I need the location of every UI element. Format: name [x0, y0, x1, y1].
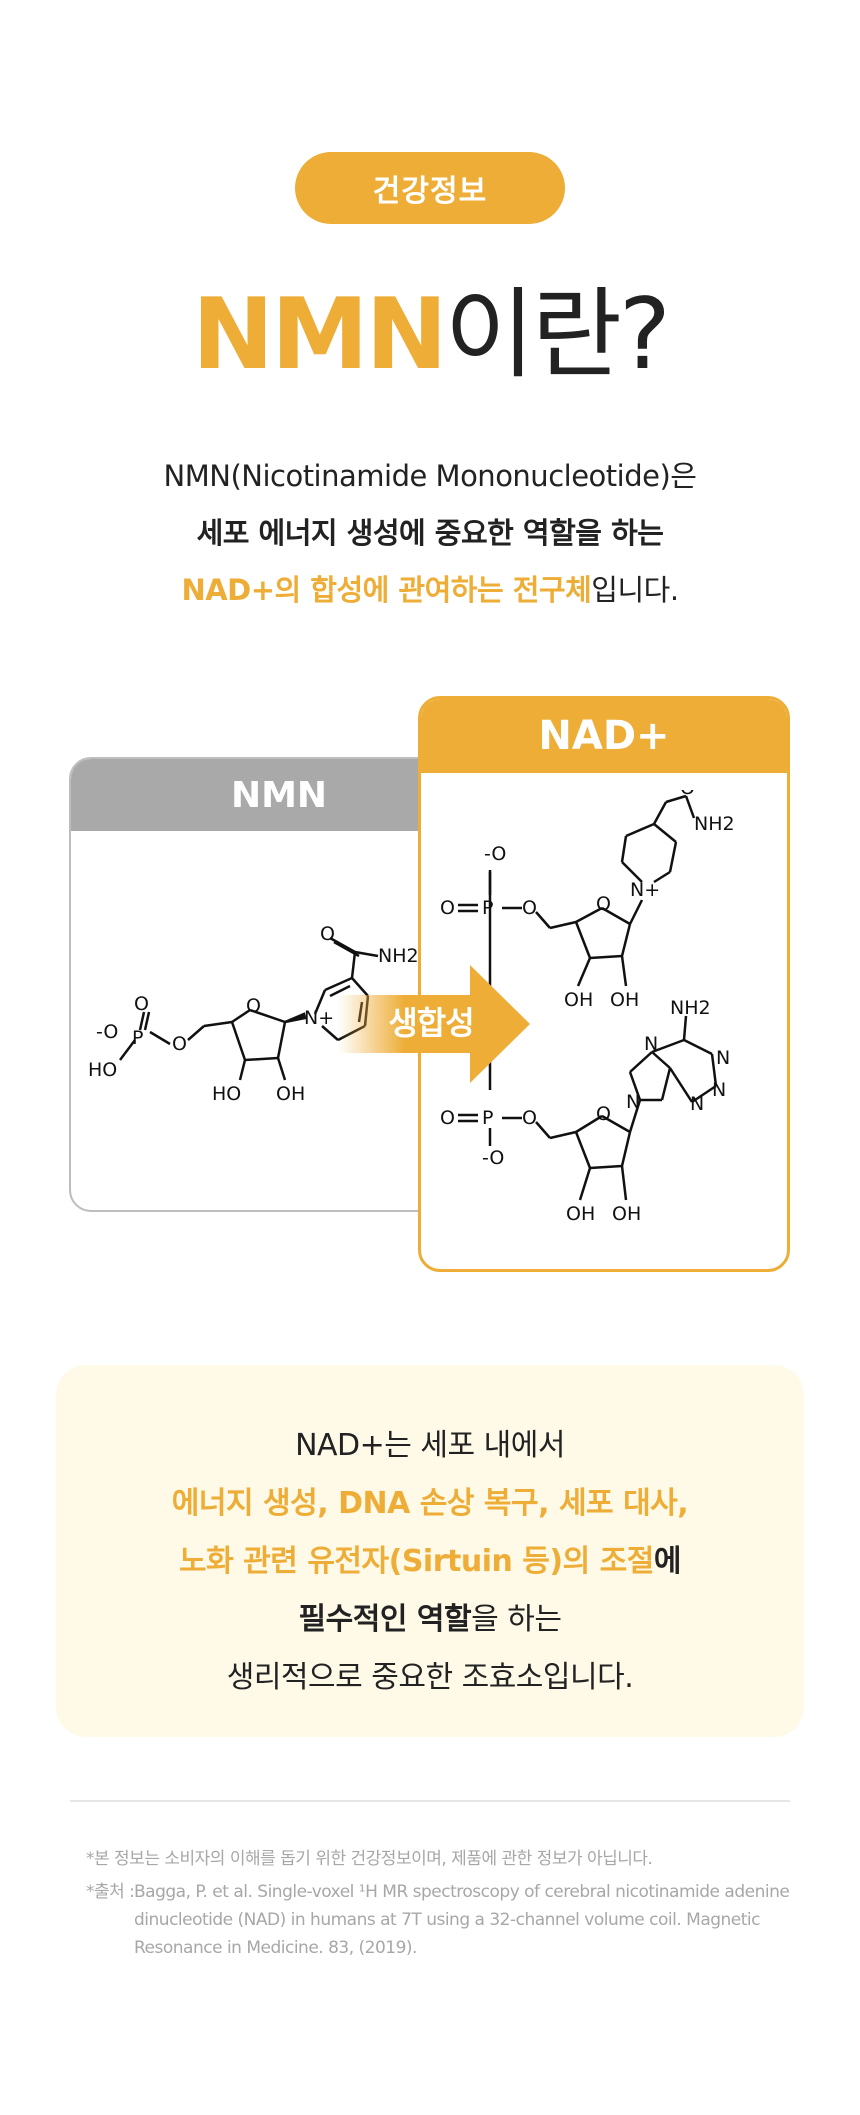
- nad-label-oh-1: OH: [564, 989, 593, 1011]
- nad-label-oh-3: OH: [566, 1203, 595, 1225]
- info-line-4: 필수적인 역할을 하는: [56, 1591, 804, 1649]
- nad-label-o-minus-top: -O: [484, 843, 506, 865]
- nad-label-o-amide: O: [680, 790, 695, 799]
- nmn-label-o-top: O: [134, 993, 149, 1015]
- footnote-source-text: Bagga, P. et al. Single-voxel ¹H MR spec…: [134, 1882, 790, 1958]
- info-line-4-rest: 을 하는: [471, 1602, 562, 1637]
- arrow-label: 생합성: [388, 1004, 474, 1042]
- nad-label-o-double-bottom: O: [440, 1107, 455, 1129]
- nad-label-n-5: N: [690, 1093, 704, 1115]
- nmn-label-n-plus: N+: [304, 1007, 334, 1029]
- nmn-card-title: NMN: [71, 759, 487, 831]
- intro-line-3: NAD+의 합성에 관여하는 전구체입니다.: [0, 562, 860, 619]
- nmn-label-o-ester: O: [172, 1033, 187, 1055]
- footer-divider: [70, 1800, 790, 1802]
- nmn-label-o-ring: O: [246, 995, 261, 1017]
- nmn-label-o-minus: -O: [96, 1021, 118, 1043]
- intro-text: NMN(Nicotinamide Mononucleotide)은 세포 에너지…: [0, 448, 860, 619]
- nad-label-o-minus-bottom: -O: [482, 1147, 504, 1169]
- nad-label-o-ring-bottom: O: [596, 1103, 611, 1125]
- biosynthesis-arrow: [338, 965, 530, 1083]
- info-line-5: 생리적으로 중요한 조효소입니다.: [226, 1660, 634, 1695]
- nmn-label-p: P: [132, 1027, 143, 1049]
- info-line-3-rest: 에: [653, 1544, 682, 1579]
- info-line-1: NAD+는 세포 내에서: [295, 1428, 565, 1463]
- nad-label-p-top: P: [482, 897, 493, 919]
- nad-label-n-4: N: [716, 1047, 730, 1069]
- nad-label-nh2-bottom: NH2: [670, 997, 711, 1019]
- nad-label-n-3: N: [712, 1079, 726, 1101]
- footnote-disclaimer: *본 정보는 소비자의 이해를 돕기 위한 건강정보이며, 제품에 관한 정보가…: [86, 1849, 653, 1869]
- title-highlight: NMN: [192, 278, 448, 392]
- nad-label-p-bottom: P: [482, 1107, 493, 1129]
- page-title: NMN이란?: [0, 275, 860, 395]
- nmn-structure-diagram: -O O P HO O O HO OH N+ O NH2: [88, 923, 419, 1105]
- nmn-label-ho: HO: [88, 1059, 117, 1081]
- info-line-3-highlight: 노화 관련 유전자(Sirtuin 등)의 조절: [179, 1544, 654, 1579]
- nad-structure-diagram: -O O P O O OH OH N+ O NH2 O P O -O O OH …: [440, 790, 735, 1225]
- footnote-source-label: *출처 :: [86, 1882, 135, 1902]
- nad-card-title: NAD+: [421, 699, 787, 773]
- nmn-label-oh: OH: [276, 1083, 305, 1105]
- intro-line-1: NMN(Nicotinamide Mononucleotide)은: [163, 459, 697, 493]
- info-line-3: 노화 관련 유전자(Sirtuin 등)의 조절에: [56, 1533, 804, 1591]
- nad-label-o-ring-top: O: [596, 893, 611, 915]
- nad-label-nh2-top: NH2: [694, 813, 735, 835]
- nmn-label-nh2: NH2: [378, 945, 419, 967]
- info-box: NAD+는 세포 내에서 에너지 생성, DNA 손상 복구, 세포 대사, 노…: [56, 1365, 804, 1737]
- footnote-source: *출처 : Bagga, P. et al. Single-voxel ¹H M…: [86, 1878, 796, 1962]
- intro-line-2: 세포 에너지 생성에 중요한 역할을 하는: [196, 516, 664, 550]
- intro-line-3-highlight: NAD+의 합성에 관여하는 전구체: [181, 573, 592, 607]
- nad-label-n-2: N: [644, 1033, 658, 1055]
- nad-label-n-1: N: [626, 1091, 640, 1113]
- category-badge: 건강정보: [295, 152, 565, 224]
- nad-label-o-double-top: O: [440, 897, 455, 919]
- nad-label-oh-2: OH: [610, 989, 639, 1011]
- title-rest: 이란?: [444, 278, 671, 392]
- nad-label-o-ester-bottom: O: [522, 1107, 537, 1129]
- nad-label-o-ester-top: O: [522, 897, 537, 919]
- nmn-label-o-amide: O: [320, 923, 335, 945]
- nmn-label-ho-2: HO: [212, 1083, 241, 1105]
- info-line-4-bold: 필수적인 역할: [298, 1602, 472, 1637]
- info-line-2: 에너지 생성, DNA 손상 복구, 세포 대사,: [171, 1486, 689, 1521]
- nad-label-oh-4: OH: [612, 1203, 641, 1225]
- intro-line-3-rest: 입니다.: [591, 573, 679, 607]
- nad-label-n-plus: N+: [630, 879, 660, 901]
